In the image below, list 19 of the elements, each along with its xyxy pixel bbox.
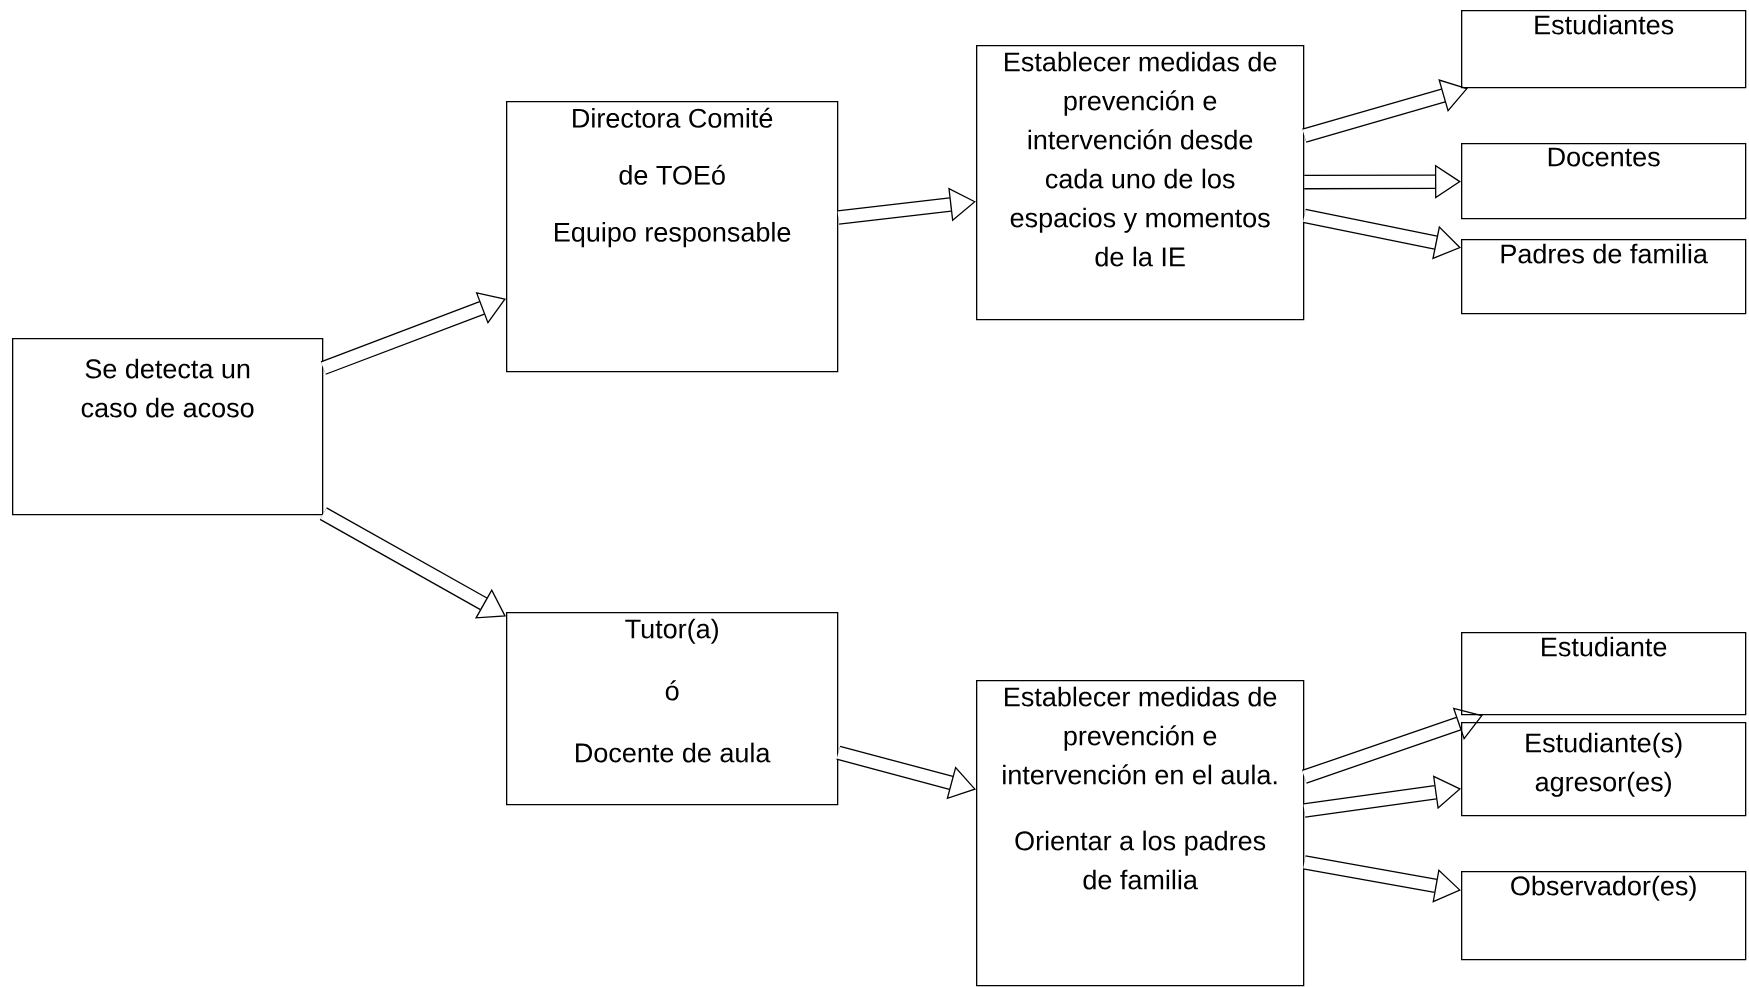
block-arrow — [837, 187, 976, 225]
block-arrow — [1304, 164, 1461, 199]
text-box: Padres de familia — [1461, 239, 1747, 315]
text-box: Directora Comité de TOEó Equipo responsable — [506, 101, 839, 373]
text-box: Establecer medidas de prevención e intervención desde cada uno de los espacios y momentos de la IE — [976, 45, 1305, 321]
block-arrow — [1302, 79, 1468, 143]
text-box: Establecer medidas de prevención e intervención en el aula. Orientar a los padres de familia — [976, 680, 1305, 987]
text-box: Docentes — [1461, 143, 1747, 220]
block-arrow — [1301, 707, 1483, 784]
block-arrow — [319, 507, 506, 619]
block-arrow — [320, 291, 506, 375]
text-box: Tutor(a) ó Docente de aula — [506, 612, 839, 806]
block-arrow — [1303, 775, 1461, 818]
block-arrow — [1303, 855, 1461, 903]
text-box: Se detecta un caso de acoso — [12, 338, 324, 516]
text-box: Estudiantes — [1461, 10, 1747, 89]
text-box: Estudiante(s) agresor(es) — [1461, 722, 1747, 817]
text-box: Estudiante — [1461, 632, 1747, 716]
text-box: Observador(es) — [1461, 871, 1747, 961]
